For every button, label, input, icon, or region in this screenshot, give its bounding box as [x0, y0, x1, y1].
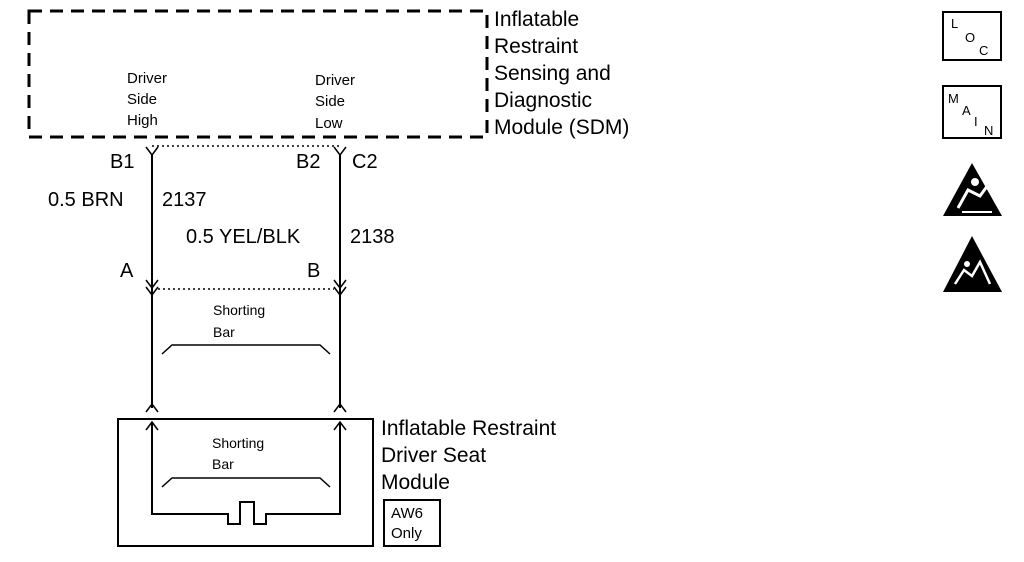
sdm-title: Inflatable Restraint Sensing and Diagnos…	[494, 8, 629, 139]
driver-low-line: Side	[315, 93, 345, 110]
driver-side-low-label: Driver Side Low	[315, 72, 355, 132]
driver-low-line: Low	[315, 115, 343, 132]
connector-b1-label: B1	[110, 151, 134, 173]
module-pin-left	[145, 420, 159, 431]
option-line: AW6	[391, 505, 423, 522]
driver-high-line: Side	[127, 91, 157, 108]
sdm-title-line: Inflatable	[494, 8, 579, 31]
sdm-module-box	[27, 9, 489, 139]
airbag-warning-icon[interactable]	[943, 163, 1002, 216]
sdm-title-line: Restraint	[494, 35, 578, 58]
option-line: Only	[391, 525, 422, 542]
seat-sensor-circuit	[151, 423, 341, 525]
main-letter: M	[948, 91, 959, 106]
main-letter: I	[974, 114, 978, 129]
connector-b-mark	[333, 279, 347, 297]
seat-module-title-line: Driver Seat	[381, 444, 486, 467]
option-aw6-badge: AW6 Only	[383, 499, 441, 547]
connector-a-label: A	[120, 260, 134, 282]
seat-module-title-line: Module	[381, 471, 450, 494]
seat-module-title: Inflatable Restraint Driver Seat Module	[381, 417, 556, 494]
seat-module-title-line: Inflatable Restraint	[381, 417, 556, 440]
wire-2138-circuit: 2138	[350, 226, 395, 248]
shorting-bar-upper-line: Bar	[213, 324, 235, 340]
terminal-b2-mark	[333, 146, 347, 157]
connector-a-mark	[145, 279, 159, 297]
driver-high-line: High	[127, 112, 158, 129]
module-terminal-left-mark	[145, 402, 159, 413]
connector-b2-label: B2	[296, 151, 320, 173]
sdm-title-line: Sensing and	[494, 62, 611, 85]
driver-low-line: Driver	[315, 72, 355, 89]
shorting-bar-upper-line: Shorting	[213, 302, 265, 318]
module-terminal-right-mark	[333, 402, 347, 413]
esd-warning-icon[interactable]	[943, 236, 1002, 292]
connector-b-label: B	[307, 260, 320, 282]
main-letter: N	[984, 123, 993, 138]
shorting-bar-lower: Shorting Bar	[161, 435, 331, 488]
wire-2137-gauge-color: 0.5 BRN	[48, 189, 124, 211]
sdm-title-line: Diagnostic	[494, 89, 592, 112]
driver-high-line: Driver	[127, 70, 167, 87]
module-pin-right	[333, 420, 347, 431]
shorting-bar-upper: Shorting Bar	[161, 302, 331, 355]
wire-2138-gauge-color: 0.5 YEL/BLK	[186, 226, 301, 248]
loc-icon[interactable]: L O C	[942, 11, 1002, 61]
sdm-title-line: Module (SDM)	[494, 116, 629, 139]
loc-letter: C	[979, 43, 988, 58]
connector-c2-label: C2	[352, 151, 378, 173]
driver-side-high-label: Driver Side High	[127, 70, 167, 129]
shorting-bar-lower-line: Bar	[212, 456, 234, 472]
main-icon[interactable]: M A I N	[942, 85, 1002, 139]
seat-module-box	[117, 418, 374, 547]
loc-letter: O	[965, 30, 975, 45]
loc-letter: L	[951, 16, 958, 31]
shorting-bar-lower-line: Shorting	[212, 435, 264, 451]
terminal-b1-mark	[145, 146, 159, 157]
wire-2137-circuit: 2137	[162, 189, 207, 211]
main-letter: A	[962, 103, 971, 118]
